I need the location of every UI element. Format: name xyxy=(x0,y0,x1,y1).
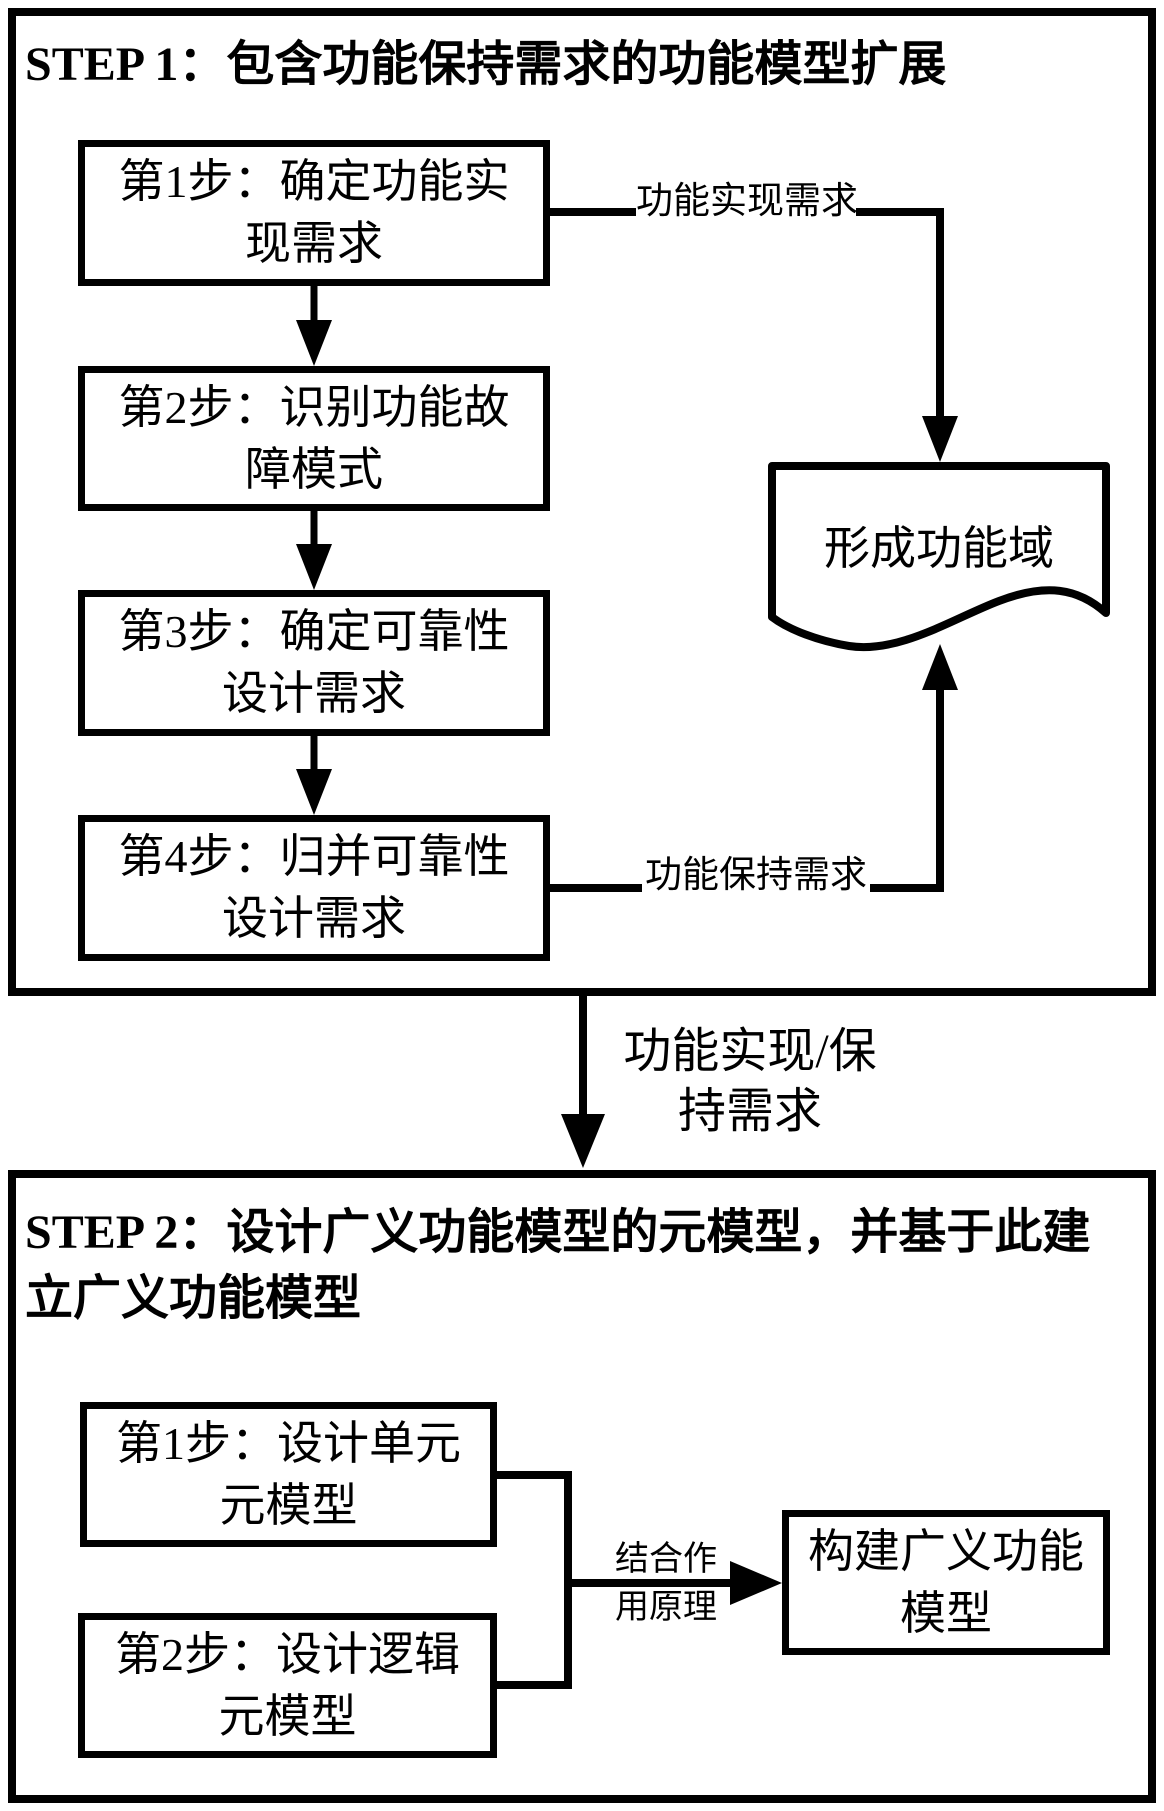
document-label: 形成功能域 xyxy=(824,523,1054,574)
step1-title: STEP 1：包含功能保持需求的功能模型扩展 xyxy=(25,38,947,91)
step1-box-2: 第2步：识别功能故 障模式 xyxy=(78,366,550,511)
step2-box-2-line1: 第2步：设计逻辑 xyxy=(115,1628,460,1680)
step1-box-3: 第3步：确定可靠性 设计需求 xyxy=(78,590,550,736)
connector-maintain xyxy=(550,644,958,892)
document-shape xyxy=(768,462,1110,652)
combine-label-line1: 结合作 xyxy=(615,1541,717,1578)
arrow-down-step1-1-icon xyxy=(296,284,332,366)
step1-box-2-line2: 障模式 xyxy=(245,443,383,495)
connector-step2-bracket xyxy=(497,1471,572,1689)
step1-box-4-line1: 第4步：归并可靠性 xyxy=(118,831,510,882)
connector-realize xyxy=(550,208,958,462)
step1-box-1: 第1步：确定功能实 现需求 xyxy=(78,140,550,286)
arrow-down-step1-2-icon xyxy=(296,509,332,590)
step1-box-1-line2: 现需求 xyxy=(245,218,383,269)
step2-result-line2: 模型 xyxy=(900,1587,992,1639)
step2-result-box: 构建广义功能 模型 xyxy=(782,1510,1110,1655)
step2-box-1-line1: 第1步：设计单元 xyxy=(116,1417,461,1469)
step1-box-4-line2: 设计需求 xyxy=(222,893,406,944)
step2-title-line1: STEP 2：设计广义功能模型的元模型，并基于此建 xyxy=(25,1206,1091,1259)
step1-box-3-line1: 第3步：确定可靠性 xyxy=(118,606,510,657)
edge-label-realize: 功能实现需求 xyxy=(636,181,858,222)
between-label-line2: 持需求 xyxy=(677,1085,822,1138)
step2-box-1-line2: 元模型 xyxy=(219,1479,358,1531)
step2-box-2-line2: 元模型 xyxy=(218,1690,357,1742)
step1-box-3-line2: 设计需求 xyxy=(222,668,406,719)
step1-box-4: 第4步：归并可靠性 设计需求 xyxy=(78,815,550,961)
step2-box-1: 第1步：设计单元 元模型 xyxy=(80,1402,497,1547)
step2-result-line1: 构建广义功能 xyxy=(808,1525,1084,1577)
edge-label-maintain: 功能保持需求 xyxy=(642,856,870,896)
step2-title-line2: 立广义功能模型 xyxy=(25,1272,362,1325)
arrow-down-step1-to-step2-icon xyxy=(561,996,605,1168)
between-label-line1: 功能实现/保 xyxy=(623,1025,877,1078)
arrow-right-combine-icon xyxy=(568,1561,782,1605)
step2-box-2: 第2步：设计逻辑 元模型 xyxy=(78,1613,497,1758)
combine-label-line2: 用原理 xyxy=(615,1589,717,1626)
step1-box-2-line1: 第2步：识别功能故 xyxy=(118,381,510,433)
arrow-down-step1-3-icon xyxy=(296,734,332,815)
step1-box-1-line1: 第1步：确定功能实 xyxy=(118,156,510,207)
